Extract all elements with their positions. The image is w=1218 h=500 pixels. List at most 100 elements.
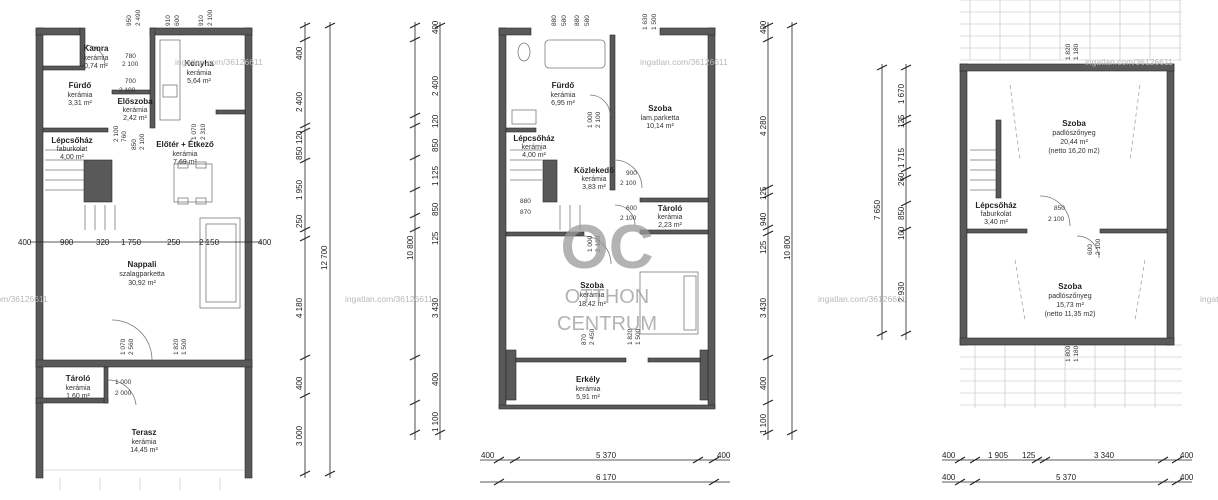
gf-room-material-lepcsohaz: faburkolat [57,146,88,153]
uf-room-material-tarolo: kerámia [658,214,683,221]
gf-vdim-total: 12 700 [320,245,329,270]
uf-right-dim: 125 [759,240,768,254]
gf-inner-dim: 780 [125,53,136,60]
uf-left-dim: 850 [431,202,440,216]
uf-room-material-kozlekedo: kerámia [582,176,607,183]
at-inner-dim: 2 100 [1048,216,1065,223]
gf-room-area-furdo: 3,31 m² [68,100,92,107]
at-left-dim: 1 670 [897,83,906,104]
uf-inner-dim: 870 [581,334,588,345]
gf-inner-dim: 2 100 [113,125,120,142]
uf-right-dim: 4 280 [759,115,768,136]
gf-inner-dim: 2 100 [139,133,146,150]
gf-room-name-kamra: Kamra [84,44,109,53]
gf-inner-dim: 1 000 [115,379,132,386]
uf-bottom-total: 6 170 [596,473,617,482]
gf-room-name-lepcsohaz: Lépcsőház [51,136,92,145]
uf-room-area-furdo: 6,95 m² [551,100,575,107]
at-left-dim: 125 [897,114,906,128]
gf-room-area-eloszoba: 2,42 m² [123,115,147,122]
gf-vdim: 850 [295,146,304,160]
gf-horizontal-dim: 400 [18,238,32,247]
uf-room-area-szoba: 10,14 m² [646,123,674,130]
uf-top-dim: 1 500 [651,13,658,30]
at-bottom-dim: 400 [1180,451,1194,460]
gf-room-name-furdo: Fürdő [69,81,92,90]
at-left-dim: 100 [897,226,906,240]
gf-room-name-tarolo: Tároló [66,374,91,383]
gf-room-name-eloszoba: Előszoba [117,97,153,106]
gf-room-name-nappali: Nappali [128,260,157,269]
watermark-text: ingatlan.com/36126611 [818,294,906,304]
uf-room-area-erkely: 5,91 m² [576,394,600,401]
watermark-text: ingatlan.com/36126611 [345,294,433,304]
gf-inner-dim: 2 100 [122,61,139,68]
at-bottom-dim: 1 905 [988,451,1009,460]
uf-inner-dim: 600 [626,205,637,212]
at-left-dim: 1 715 [897,147,906,168]
at-room-name-szoba-2: Szoba [1058,282,1082,291]
uf-room-material-furdo: kerámia [551,92,576,99]
gf-top-dim: 2 100 [207,9,214,26]
watermark-text: ingatlan.com/36126611 [1085,57,1173,67]
at-bottom-dim: 5 370 [1056,473,1077,482]
at-room-name-lepcsohaz: Lépcsőház [975,201,1016,210]
uf-left-dim: 3 430 [431,297,440,318]
uf-room-area-kozlekedo: 3,83 m² [582,184,606,191]
at-left-total: 7 650 [873,199,882,220]
uf-left-dim: 125 [431,231,440,245]
at-inner-dim: 1 820 [1065,43,1072,60]
uf-left-dim: 400 [431,372,440,386]
gf-room-area-nappali: 30,92 m² [128,280,156,287]
otthon-centrum-logo: OC OTTHON CENTRUM [557,213,657,335]
uf-room-material-lepcsohaz: kerámia [522,144,547,151]
uf-inner-dim: 1 820 [627,328,634,345]
watermark-text: ingatlan.com/36126611 [175,57,263,67]
gf-horizontal-dim: 400 [258,238,272,247]
uf-top-dim: 580 [584,15,591,26]
uf-left-total: 10 800 [406,235,415,260]
gf-vdim: 3 000 [295,425,304,446]
uf-top-dim: 880 [574,15,581,26]
uf-inner-dim: 1 000 [587,111,594,128]
uf-left-dim: 1 125 [431,165,440,186]
gf-top-dim: 600 [174,15,181,26]
gf-top-dim: 910 [198,15,205,26]
at-bottom-dim: 400 [1180,473,1194,482]
gf-room-material-furdo: kerámia [68,92,93,99]
uf-right-dim: 125 [759,186,768,200]
watermark-text: ingatlan.com/36126611 [1200,294,1218,304]
uf-bottom-dim: 5 370 [596,451,617,460]
gf-vertical-dim-chain: 400 2 400 120 850 1 950 250 4 180 400 3 … [295,22,336,478]
gf-room-name-konyha: Konyha [184,59,214,68]
uf-room-name-erkely: Erkély [576,375,601,384]
uf-bottom-dim: 400 [481,451,495,460]
gf-room-name-eloter-etkezo: Előtér + Étkező [156,140,214,149]
uf-room-name-lepcsohaz: Lépcsőház [513,134,554,143]
uf-room-area-szoba-2: 18,42 m² [578,301,606,308]
gf-room-area-konyha: 5,64 m² [187,78,211,85]
uf-right-dim: 940 [759,212,768,226]
at-room-area-lepcsohaz: 3,40 m² [984,219,1008,226]
gf-room-material-eloszoba: kerámia [123,107,148,114]
at-room-area-szoba: 20,44 m² [1060,139,1088,146]
at-room-net-szoba-2: (netto 11,35 m2) [1045,311,1096,318]
at-bottom-dim: 400 [942,473,956,482]
uf-room-name-szoba: Szoba [648,104,672,113]
uf-room-name-szoba-2: Szoba [580,281,604,290]
gf-top-dim: 2 490 [135,9,142,26]
uf-left-dim: 2 400 [431,75,440,96]
gf-horizontal-dim: 2 150 [199,238,220,247]
at-bottom-dim: 3 340 [1094,451,1115,460]
gf-room-area-kamra: 0,74 m² [84,63,108,70]
gf-inner-dim: 1 500 [181,338,188,355]
gf-inner-dim: 760 [121,131,128,142]
logo-line1: OTTHON [565,286,649,308]
upper-floor-plan: 400 2 400 120 850 1 125 850 125 3 430 40… [406,13,798,486]
gf-horizontal-dim: 1 750 [121,238,142,247]
at-room-material-szoba: padlószőnyeg [1052,130,1095,137]
at-inner-dim: 1 800 [1065,345,1072,362]
uf-room-material-szoba-2: kerámia [580,292,605,299]
at-left-dim: 260 [897,172,906,186]
gf-horizontal-dim: 250 [167,238,181,247]
